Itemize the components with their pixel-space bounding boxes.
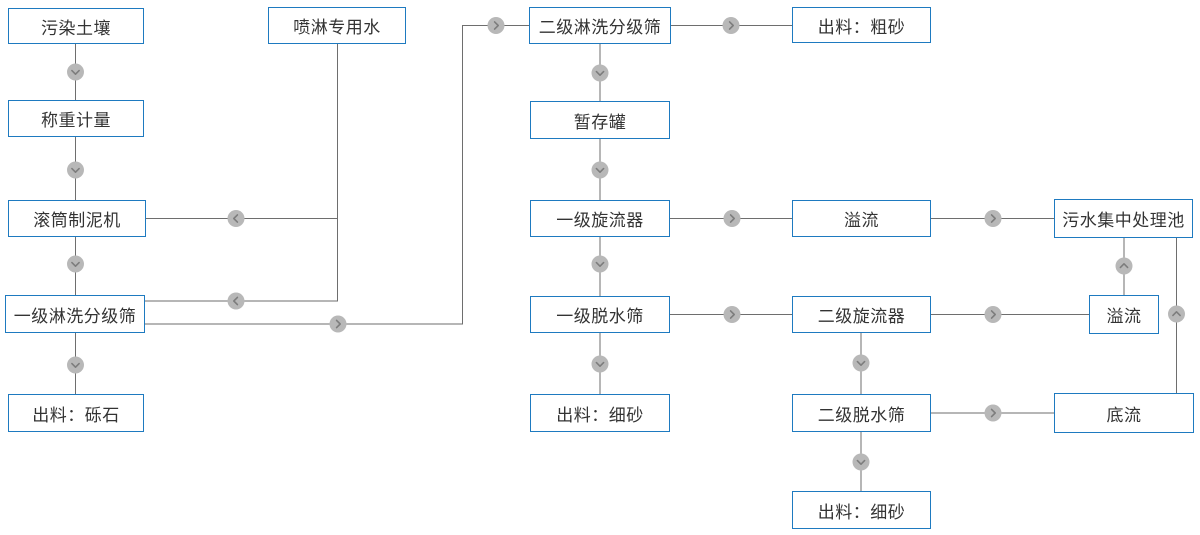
- arrow-down-icon: [591, 161, 609, 179]
- arrow-up-icon: [1115, 257, 1133, 275]
- flow-node-output-fine-sand-2[interactable]: 出料：细砂: [792, 491, 931, 529]
- flow-node-label: 底流: [1106, 405, 1142, 425]
- arrow-right-icon: [984, 210, 1002, 227]
- arrow-down-icon: [67, 255, 84, 273]
- flow-node-label: 出料：细砂: [817, 502, 906, 522]
- flow-node-secondary-dewatering-screen[interactable]: 二级脱水筛: [792, 394, 931, 432]
- arrow-left-icon: [227, 210, 245, 227]
- arrow-right-icon: [722, 17, 740, 34]
- arrow-right-icon: [723, 306, 741, 323]
- flow-node-sewage-treatment-pool[interactable]: 污水集中处理池: [1054, 199, 1193, 238]
- edge-spray-to-drum: [146, 44, 338, 219]
- flow-node-label: 一级脱水筛: [556, 307, 644, 326]
- flow-node-label: 出料：砾石: [32, 405, 120, 425]
- arrow-down-icon: [591, 64, 609, 82]
- flow-node-storage-tank[interactable]: 暂存罐: [530, 101, 670, 139]
- arrow-right-icon: [984, 404, 1002, 422]
- arrow-right-icon: [723, 210, 741, 227]
- arrow-down-icon: [591, 255, 609, 273]
- arrow-up-icon: [1168, 305, 1185, 323]
- arrow-down-icon: [67, 161, 84, 179]
- flow-node-label: 暂存罐: [573, 112, 627, 132]
- flow-node-label: 喷淋专用水: [293, 18, 381, 37]
- flow-node-label: 二级淋洗分级筛: [538, 18, 662, 37]
- arrow-down-icon: [852, 453, 870, 471]
- flow-node-drum-mud-maker[interactable]: 滚筒制泥机: [8, 200, 146, 237]
- flow-node-secondary-cyclone[interactable]: 二级旋流器: [792, 296, 931, 333]
- flow-node-contaminated-soil[interactable]: 污染土壤: [8, 8, 144, 44]
- flow-node-primary-cyclone[interactable]: 一级旋流器: [530, 200, 670, 237]
- arrow-right-icon: [329, 315, 347, 333]
- flow-node-overflow-1[interactable]: 溢流: [792, 200, 931, 237]
- flow-node-output-gravel[interactable]: 出料：砾石: [8, 394, 144, 432]
- flow-node-label: 二级旋流器: [817, 307, 906, 326]
- edge-spray-to-screen1: [145, 218, 338, 302]
- flow-node-label: 一级淋洗分级筛: [13, 306, 137, 326]
- flow-node-label: 污染土壤: [41, 18, 111, 38]
- flow-node-primary-dewatering-screen[interactable]: 一级脱水筛: [530, 296, 670, 333]
- flow-node-label: 二级脱水筛: [817, 405, 906, 425]
- flow-node-underflow[interactable]: 底流: [1054, 393, 1194, 433]
- arrow-down-icon: [591, 355, 609, 373]
- flow-node-spray-water[interactable]: 喷淋专用水: [268, 7, 406, 44]
- flow-node-secondary-washing-screen[interactable]: 二级淋洗分级筛: [529, 7, 671, 44]
- arrow-down-icon: [852, 354, 870, 372]
- arrow-down-icon: [67, 63, 84, 81]
- flow-node-label: 出料：细砂: [556, 405, 644, 425]
- flow-node-label: 污水集中处理池: [1062, 211, 1185, 230]
- flow-node-label: 称重计量: [41, 111, 111, 130]
- flow-node-primary-washing-screen[interactable]: 一级淋洗分级筛: [5, 295, 145, 333]
- flow-node-label: 溢流: [1106, 307, 1142, 326]
- arrow-right-icon: [487, 17, 505, 34]
- flow-node-overflow-2[interactable]: 溢流: [1089, 295, 1159, 334]
- arrow-right-icon: [984, 306, 1002, 323]
- arrow-left-icon: [227, 292, 245, 310]
- flow-node-label: 出料：粗砂: [817, 17, 906, 37]
- arrow-down-icon: [67, 356, 84, 374]
- flow-node-output-fine-sand-1[interactable]: 出料：细砂: [530, 394, 670, 432]
- flow-node-label: 溢流: [844, 211, 879, 230]
- flow-node-weighing-measure[interactable]: 称重计量: [8, 100, 144, 137]
- flow-node-label: 一级旋流器: [556, 211, 644, 230]
- flow-node-output-coarse-sand[interactable]: 出料：粗砂: [792, 7, 931, 43]
- flow-node-label: 滚筒制泥机: [33, 211, 121, 230]
